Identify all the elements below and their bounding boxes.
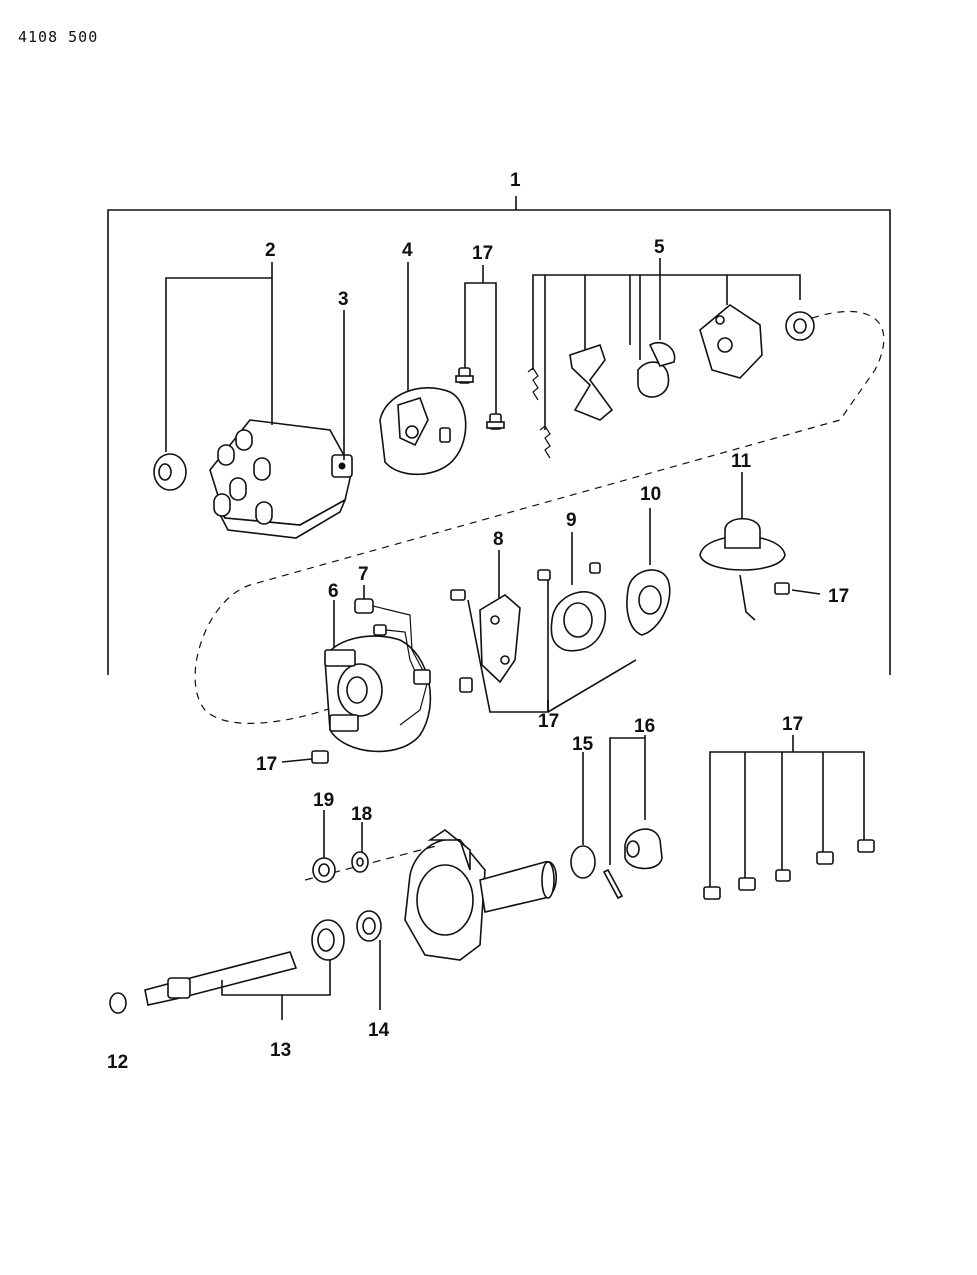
distributor-shaft — [144, 951, 331, 1020]
screw-17-vacuum — [774, 582, 821, 595]
distributor-housing-lower — [404, 829, 557, 961]
callout-5: 5 — [654, 237, 665, 258]
callout-17-top: 17 — [472, 243, 493, 264]
breaker-plate — [537, 532, 607, 652]
shaft-washer — [109, 992, 127, 1014]
callout-2: 2 — [265, 240, 276, 261]
shaft-axis-dash — [304, 844, 441, 881]
rotor — [379, 387, 467, 476]
callout-12: 12 — [107, 1052, 128, 1073]
screw-17-top — [455, 265, 505, 430]
vacuum-gasket — [626, 508, 671, 636]
callout-4: 4 — [402, 240, 413, 261]
callout-16: 16 — [634, 716, 655, 737]
screw-17-set — [703, 735, 875, 900]
callout-6: 6 — [328, 581, 339, 602]
callout-3: 3 — [338, 289, 349, 310]
callout-17-housing: 17 — [256, 754, 277, 775]
callout-19: 19 — [313, 790, 334, 811]
governor-assembly — [527, 258, 815, 459]
callout-10: 10 — [640, 484, 661, 505]
callout-8: 8 — [493, 529, 504, 550]
callout-13: 13 — [270, 1040, 291, 1061]
bearing-spacer — [356, 910, 382, 1010]
callout-17-set: 17 — [782, 714, 803, 735]
wiring-harness — [354, 585, 431, 726]
vacuum-advance-unit — [699, 472, 786, 621]
callout-18: 18 — [351, 804, 372, 825]
thrust-washer — [351, 822, 369, 873]
callout-17-vacuum: 17 — [828, 586, 849, 607]
callout-1: 1 — [510, 170, 521, 191]
shaft-bearing — [311, 919, 345, 961]
screw-17-housing — [281, 750, 329, 764]
cap-grommet — [153, 453, 187, 491]
callout-7: 7 — [358, 564, 369, 585]
callout-15: 15 — [572, 734, 594, 755]
document-number: 4108 500 — [18, 28, 99, 46]
callout-9: 9 — [566, 510, 577, 531]
pickup-coil — [450, 550, 521, 693]
leader-2 — [165, 262, 273, 452]
assembly-bracket-1 — [107, 196, 891, 675]
assembly-envelope — [194, 310, 885, 724]
drive-gear — [602, 735, 663, 900]
o-ring — [570, 752, 596, 879]
callout-11: 11 — [731, 451, 752, 472]
callout-17-pickup: 17 — [538, 711, 559, 732]
callout-14: 14 — [368, 1020, 390, 1041]
distributor-cap — [209, 419, 353, 539]
lock-nut — [312, 810, 336, 883]
